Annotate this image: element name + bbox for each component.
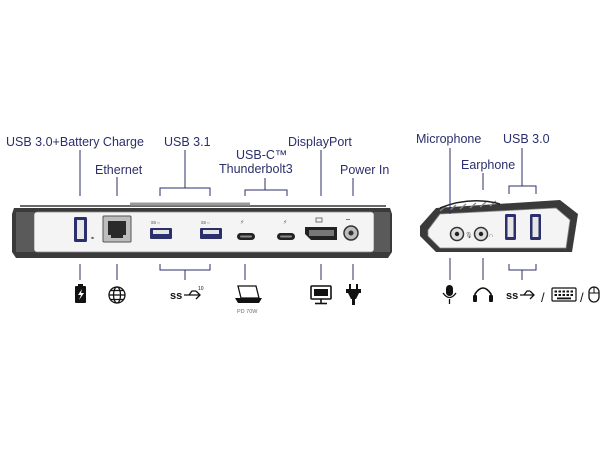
svg-text:🎙: 🎙	[465, 231, 473, 239]
svg-text:ss⇔: ss⇔	[201, 220, 211, 226]
label-power-in: Power In	[340, 163, 390, 177]
laptop-icon: PD 70W	[235, 285, 262, 315]
usb30-port-1	[505, 214, 516, 240]
ss-usb-10-icon: ss 10	[170, 286, 204, 302]
microphone-jack: 🎙	[449, 226, 473, 242]
earphone-jack: ∩	[473, 226, 493, 242]
pd-caption: PD 70W	[237, 309, 258, 315]
mouse-icon	[588, 286, 600, 303]
label-usbc-line1: USB-C™	[236, 148, 288, 162]
network-globe-icon	[108, 286, 126, 304]
displayport-port	[305, 217, 337, 240]
svg-text:⚡: ⚡	[283, 219, 287, 226]
leader-lines	[79, 148, 537, 280]
usb31-port-1: ss⇔	[150, 220, 172, 239]
power-plug-icon	[346, 284, 361, 305]
label-usb30: USB 3.0	[503, 132, 550, 146]
keyboard-icon	[551, 287, 577, 302]
separator-1: /	[541, 290, 545, 305]
ss-usb-icon: ss	[506, 290, 535, 302]
label-microphone: Microphone	[416, 132, 482, 146]
power-in-port: ⎓	[343, 217, 359, 241]
separator-2: /	[580, 290, 584, 305]
svg-text:ss: ss	[506, 290, 518, 302]
headphones-icon	[473, 287, 493, 302]
svg-text:⎓: ⎓	[346, 217, 350, 223]
dock-side-view: 🎙 ∩	[420, 200, 578, 252]
svg-text:⚡: ⚡	[240, 219, 244, 226]
svg-text:ss⇔: ss⇔	[151, 220, 161, 226]
battery-charge-icon	[75, 284, 86, 303]
svg-text:ss: ss	[170, 290, 182, 302]
label-usbc-line2: Thunderbolt3	[219, 162, 293, 176]
label-usb31: USB 3.1	[164, 135, 211, 149]
usb31-port-2: ss⇔	[200, 220, 222, 239]
usb30-port-2	[530, 214, 541, 240]
label-ethernet: Ethernet	[95, 163, 143, 177]
label-usb30-charge: USB 3.0+Battery Charge	[6, 135, 144, 149]
label-earphone: Earphone	[461, 158, 516, 172]
usbc-port-1: ⚡	[237, 219, 255, 240]
ss10-caption: 10	[198, 286, 204, 292]
svg-text:⚭: ⚭	[90, 236, 95, 242]
usbc-port-2: ⚡	[277, 219, 295, 240]
microphone-icon	[442, 285, 457, 304]
svg-text:∩: ∩	[489, 233, 493, 239]
dock-front-view: ⚭ ss⇔ ss⇔ ⚡ ⚡	[12, 202, 392, 258]
label-displayport: DisplayPort	[288, 135, 352, 149]
monitor-icon	[310, 285, 332, 305]
